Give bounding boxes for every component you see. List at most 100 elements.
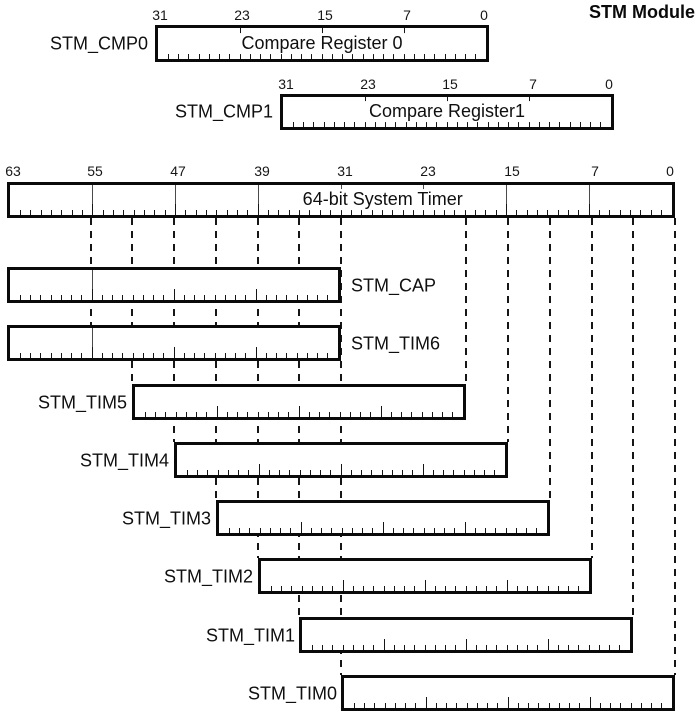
bit-tick xyxy=(443,470,444,475)
bit-tick xyxy=(362,54,364,59)
bit-tick xyxy=(527,645,528,650)
bit-label: 63 xyxy=(5,163,21,179)
bit-tick xyxy=(518,122,520,127)
bit-tick xyxy=(443,210,445,215)
bit-tick xyxy=(487,703,488,708)
bit-tick xyxy=(102,210,104,215)
bit-tick xyxy=(185,412,187,417)
register-label-stm-tim2: STM_TIM2 xyxy=(163,566,253,587)
bit-tick xyxy=(50,295,52,300)
bit-tick xyxy=(381,210,383,215)
bit-tick xyxy=(303,122,304,127)
byte-boundary-line xyxy=(92,185,94,215)
bit-tick xyxy=(395,122,397,127)
register-box-stm-tim2 xyxy=(258,558,592,594)
bit-tick xyxy=(342,580,344,591)
bit-tick xyxy=(268,210,270,215)
bit-tick xyxy=(578,645,580,650)
bit-tick xyxy=(270,586,272,591)
bit-tick xyxy=(454,210,456,215)
bit-tick xyxy=(425,697,427,708)
bit-tick xyxy=(278,412,279,417)
bit-tick xyxy=(506,204,507,215)
bit-tick xyxy=(537,210,539,215)
bit-tick xyxy=(122,295,124,300)
bit-tick xyxy=(432,470,434,475)
bit-tick xyxy=(30,353,31,358)
bit-tick xyxy=(405,703,406,708)
bit-tick xyxy=(235,295,236,300)
dashed-connector xyxy=(465,218,468,384)
bit-tick xyxy=(374,122,376,127)
bit-label: 31 xyxy=(152,7,168,23)
bit-tick xyxy=(71,295,72,300)
bit-tick xyxy=(71,353,72,358)
bit-tick xyxy=(341,528,343,533)
bit-tick xyxy=(175,412,177,417)
bit-tick xyxy=(296,295,298,300)
bit-tick xyxy=(178,54,179,59)
register-label-stm-cmp1: STM_CMP1 xyxy=(174,101,273,122)
bit-tick xyxy=(91,289,93,300)
register-box-stm-cap xyxy=(7,267,341,303)
bit-tick xyxy=(249,528,251,533)
bit-tick xyxy=(155,412,156,417)
bit-tick xyxy=(352,54,354,59)
bit-tick xyxy=(185,210,187,215)
bit-tick xyxy=(361,210,363,215)
bit-tick xyxy=(194,295,195,300)
bit-tick xyxy=(173,289,175,300)
bit-label: 0 xyxy=(480,7,488,23)
bit-tick xyxy=(454,54,456,59)
bit-tick xyxy=(183,353,185,358)
bit-tick xyxy=(393,645,395,650)
bit-tick xyxy=(444,528,445,533)
bit-tick xyxy=(245,353,247,358)
bit-tick xyxy=(412,470,414,475)
bit-tick xyxy=(516,586,518,591)
bit-tick xyxy=(299,210,301,215)
bit-tick xyxy=(380,406,382,417)
bit-tick xyxy=(569,122,571,127)
bit-tick xyxy=(569,703,570,708)
bit-tick xyxy=(349,412,351,417)
bit-tick xyxy=(188,54,190,59)
bit-tick xyxy=(267,412,269,417)
byte-top-tick xyxy=(403,28,405,35)
bit-tick xyxy=(154,210,156,215)
bit-tick xyxy=(133,210,135,215)
bit-tick xyxy=(237,210,239,215)
bit-tick xyxy=(281,586,282,591)
bit-tick xyxy=(445,586,446,591)
byte-boundary-line xyxy=(175,185,176,215)
bit-tick xyxy=(466,703,468,708)
bit-label: 47 xyxy=(170,163,186,179)
byte-top-tick xyxy=(528,97,530,104)
register-label-stm-tim6: STM_TIM6 xyxy=(351,333,441,354)
bit-tick xyxy=(384,703,386,708)
bit-tick xyxy=(50,210,52,215)
bit-tick xyxy=(306,353,308,358)
bit-tick xyxy=(298,406,300,417)
bit-tick xyxy=(249,54,251,59)
bit-tick xyxy=(219,54,220,59)
bit-tick xyxy=(630,210,632,215)
bit-tick xyxy=(350,470,352,475)
bit-tick xyxy=(321,528,322,533)
bit-tick xyxy=(204,295,206,300)
bit-label: 7 xyxy=(529,76,537,92)
bit-tick xyxy=(364,703,365,708)
bit-tick xyxy=(226,210,228,215)
bit-tick xyxy=(465,54,466,59)
bit-tick xyxy=(516,645,518,650)
bit-tick xyxy=(370,412,372,417)
bit-tick xyxy=(506,645,508,650)
bit-tick xyxy=(434,586,436,591)
bit-tick xyxy=(538,122,540,127)
bit-tick xyxy=(207,470,209,475)
bit-tick xyxy=(436,122,438,127)
bit-tick xyxy=(496,645,498,650)
bit-tick xyxy=(383,639,385,650)
bit-tick xyxy=(71,210,73,215)
bit-tick xyxy=(280,528,281,533)
